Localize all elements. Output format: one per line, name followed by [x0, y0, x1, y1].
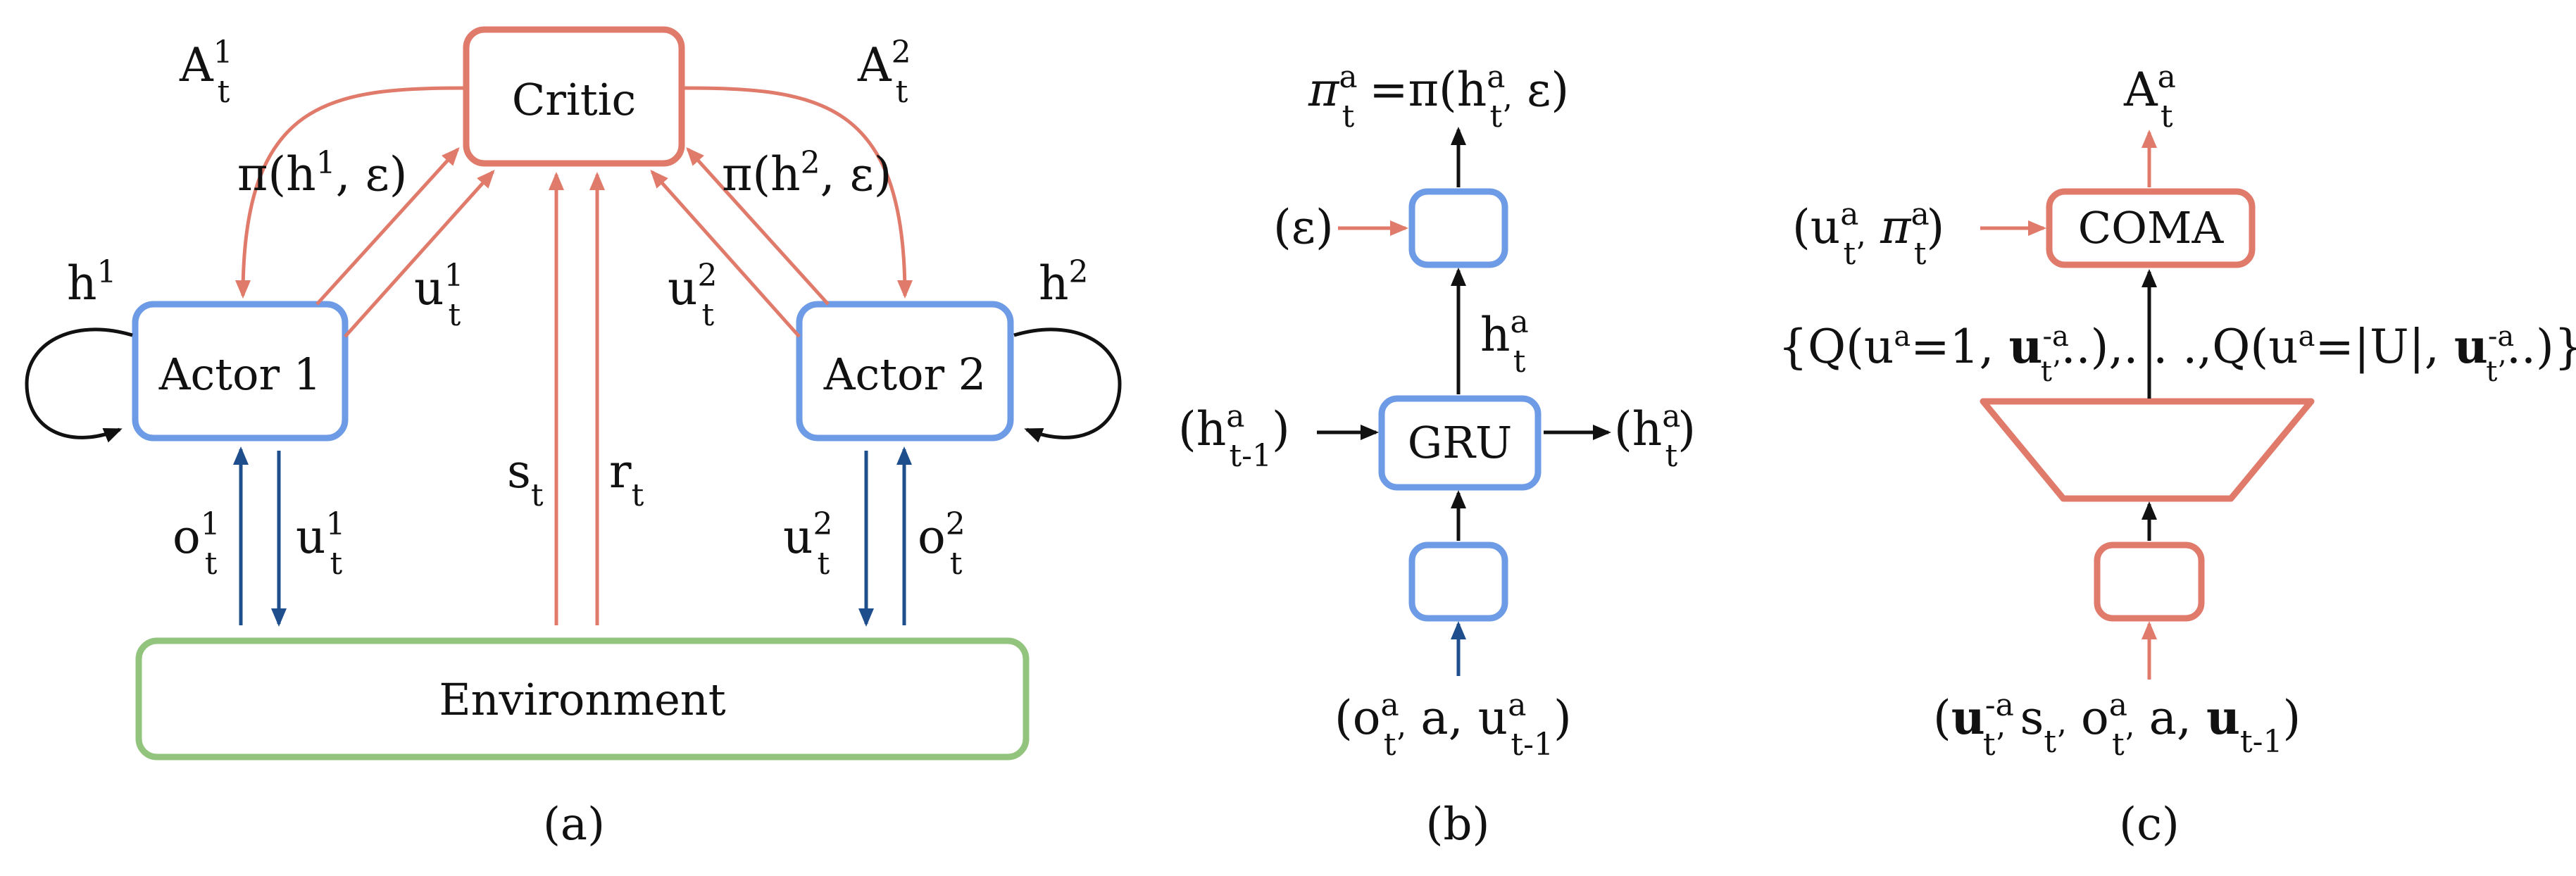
- environment-box: [135, 637, 1030, 761]
- s-label: st: [507, 444, 544, 513]
- actor1-u-arrow: [344, 170, 495, 338]
- critic-label: Critic: [512, 74, 636, 125]
- environment-label: Environment: [439, 674, 725, 725]
- actor1-box: [132, 301, 349, 442]
- gru-box: [1378, 395, 1542, 491]
- caption-a: (a): [543, 799, 605, 851]
- critic-to-actor2-arrow: [681, 86, 913, 299]
- actor2-label: Actor 2: [823, 349, 987, 400]
- pi-h2-label: π(h2, ε): [722, 145, 892, 201]
- actor1-label: Actor 1: [158, 349, 322, 400]
- q-network-trapezoid: [1980, 398, 2315, 502]
- caption-b: (b): [1426, 799, 1490, 851]
- caption-c: (c): [2119, 799, 2180, 851]
- gru-label: GRU: [1408, 417, 1512, 468]
- b-input-box: [1408, 542, 1508, 622]
- actor1-pi-arrow: [315, 147, 460, 306]
- actor2-loop-arrow: [1013, 327, 1122, 443]
- r-label: rt: [609, 444, 644, 513]
- critic-to-actor1-arrow: [235, 86, 467, 299]
- h2-label: h2: [1039, 254, 1089, 311]
- actor2-u-arrow: [650, 170, 801, 338]
- actor2-box: [796, 301, 1014, 442]
- h1-label: h1: [67, 254, 117, 311]
- actor1-loop-arrow: [25, 327, 133, 443]
- critic-box: [463, 26, 685, 167]
- actor2-pi-arrow: [686, 147, 830, 306]
- eps-label: (ε): [1273, 200, 1334, 254]
- coma-label: COMA: [2078, 202, 2225, 254]
- pi-h1-label: π(h1, ε): [237, 145, 408, 201]
- b-output-box: [1408, 188, 1508, 268]
- c-input-box: [2094, 542, 2205, 622]
- coma-box: [2046, 188, 2256, 268]
